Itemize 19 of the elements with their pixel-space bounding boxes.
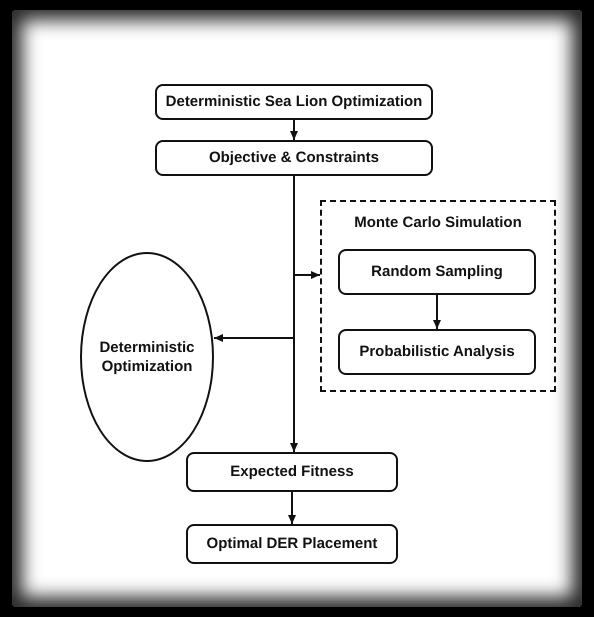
arrow [290,120,298,140]
node-label: Expected Fitness [230,462,354,482]
arrow [433,295,441,329]
process-box [155,84,433,120]
process-box [338,329,536,375]
node-label: Deterministic Sea Lion Optimization [166,92,422,112]
node-label: Optimal DER Placement [206,534,378,554]
arrow [288,492,296,524]
node-label: Probabilistic Analysis [359,342,515,362]
process-box [338,249,536,295]
node-label: Objective & Constraints [208,148,380,168]
dashed-group-box [320,200,556,392]
group-title: Monte Carlo Simulation [354,214,522,231]
process-box [155,140,433,176]
node-label: Deterministic Optimization [98,338,196,376]
process-box [186,452,398,492]
arrow [290,176,298,452]
node-label: Random Sampling [371,262,503,282]
process-box [186,524,398,564]
